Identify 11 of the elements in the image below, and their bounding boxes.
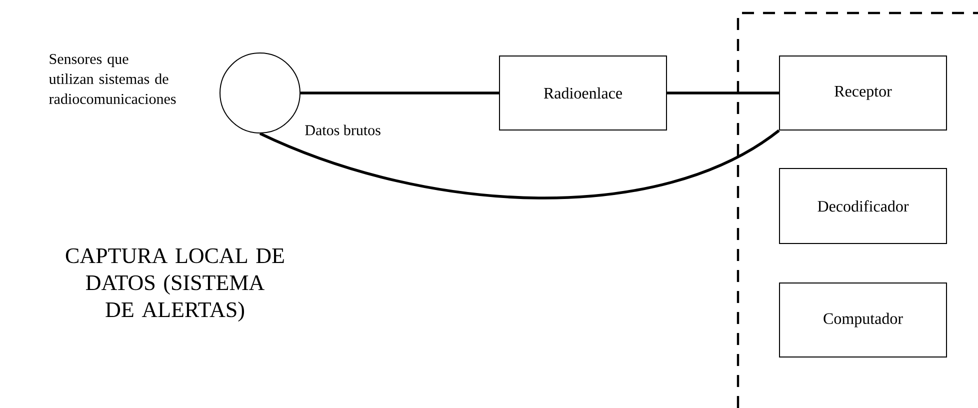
connector-line	[667, 92, 779, 94]
node-caption: Sensores que utilizan sistemas de radiocomunicaciones	[49, 54, 176, 104]
connector-line	[300, 92, 499, 94]
process-box: Radioenlace	[499, 56, 667, 130]
process-box: Computador	[779, 282, 947, 358]
edge-label: Datos brutos	[304, 124, 382, 136]
process-box: Receptor	[779, 56, 947, 130]
diagram-title: CAPTURA LOCAL DE DATOS (SISTEMA DE ALERTAS)	[66, 248, 284, 322]
process-box: Decodificador	[779, 168, 947, 244]
sensor-circle	[220, 52, 300, 134]
connector-line	[259, 129, 780, 200]
